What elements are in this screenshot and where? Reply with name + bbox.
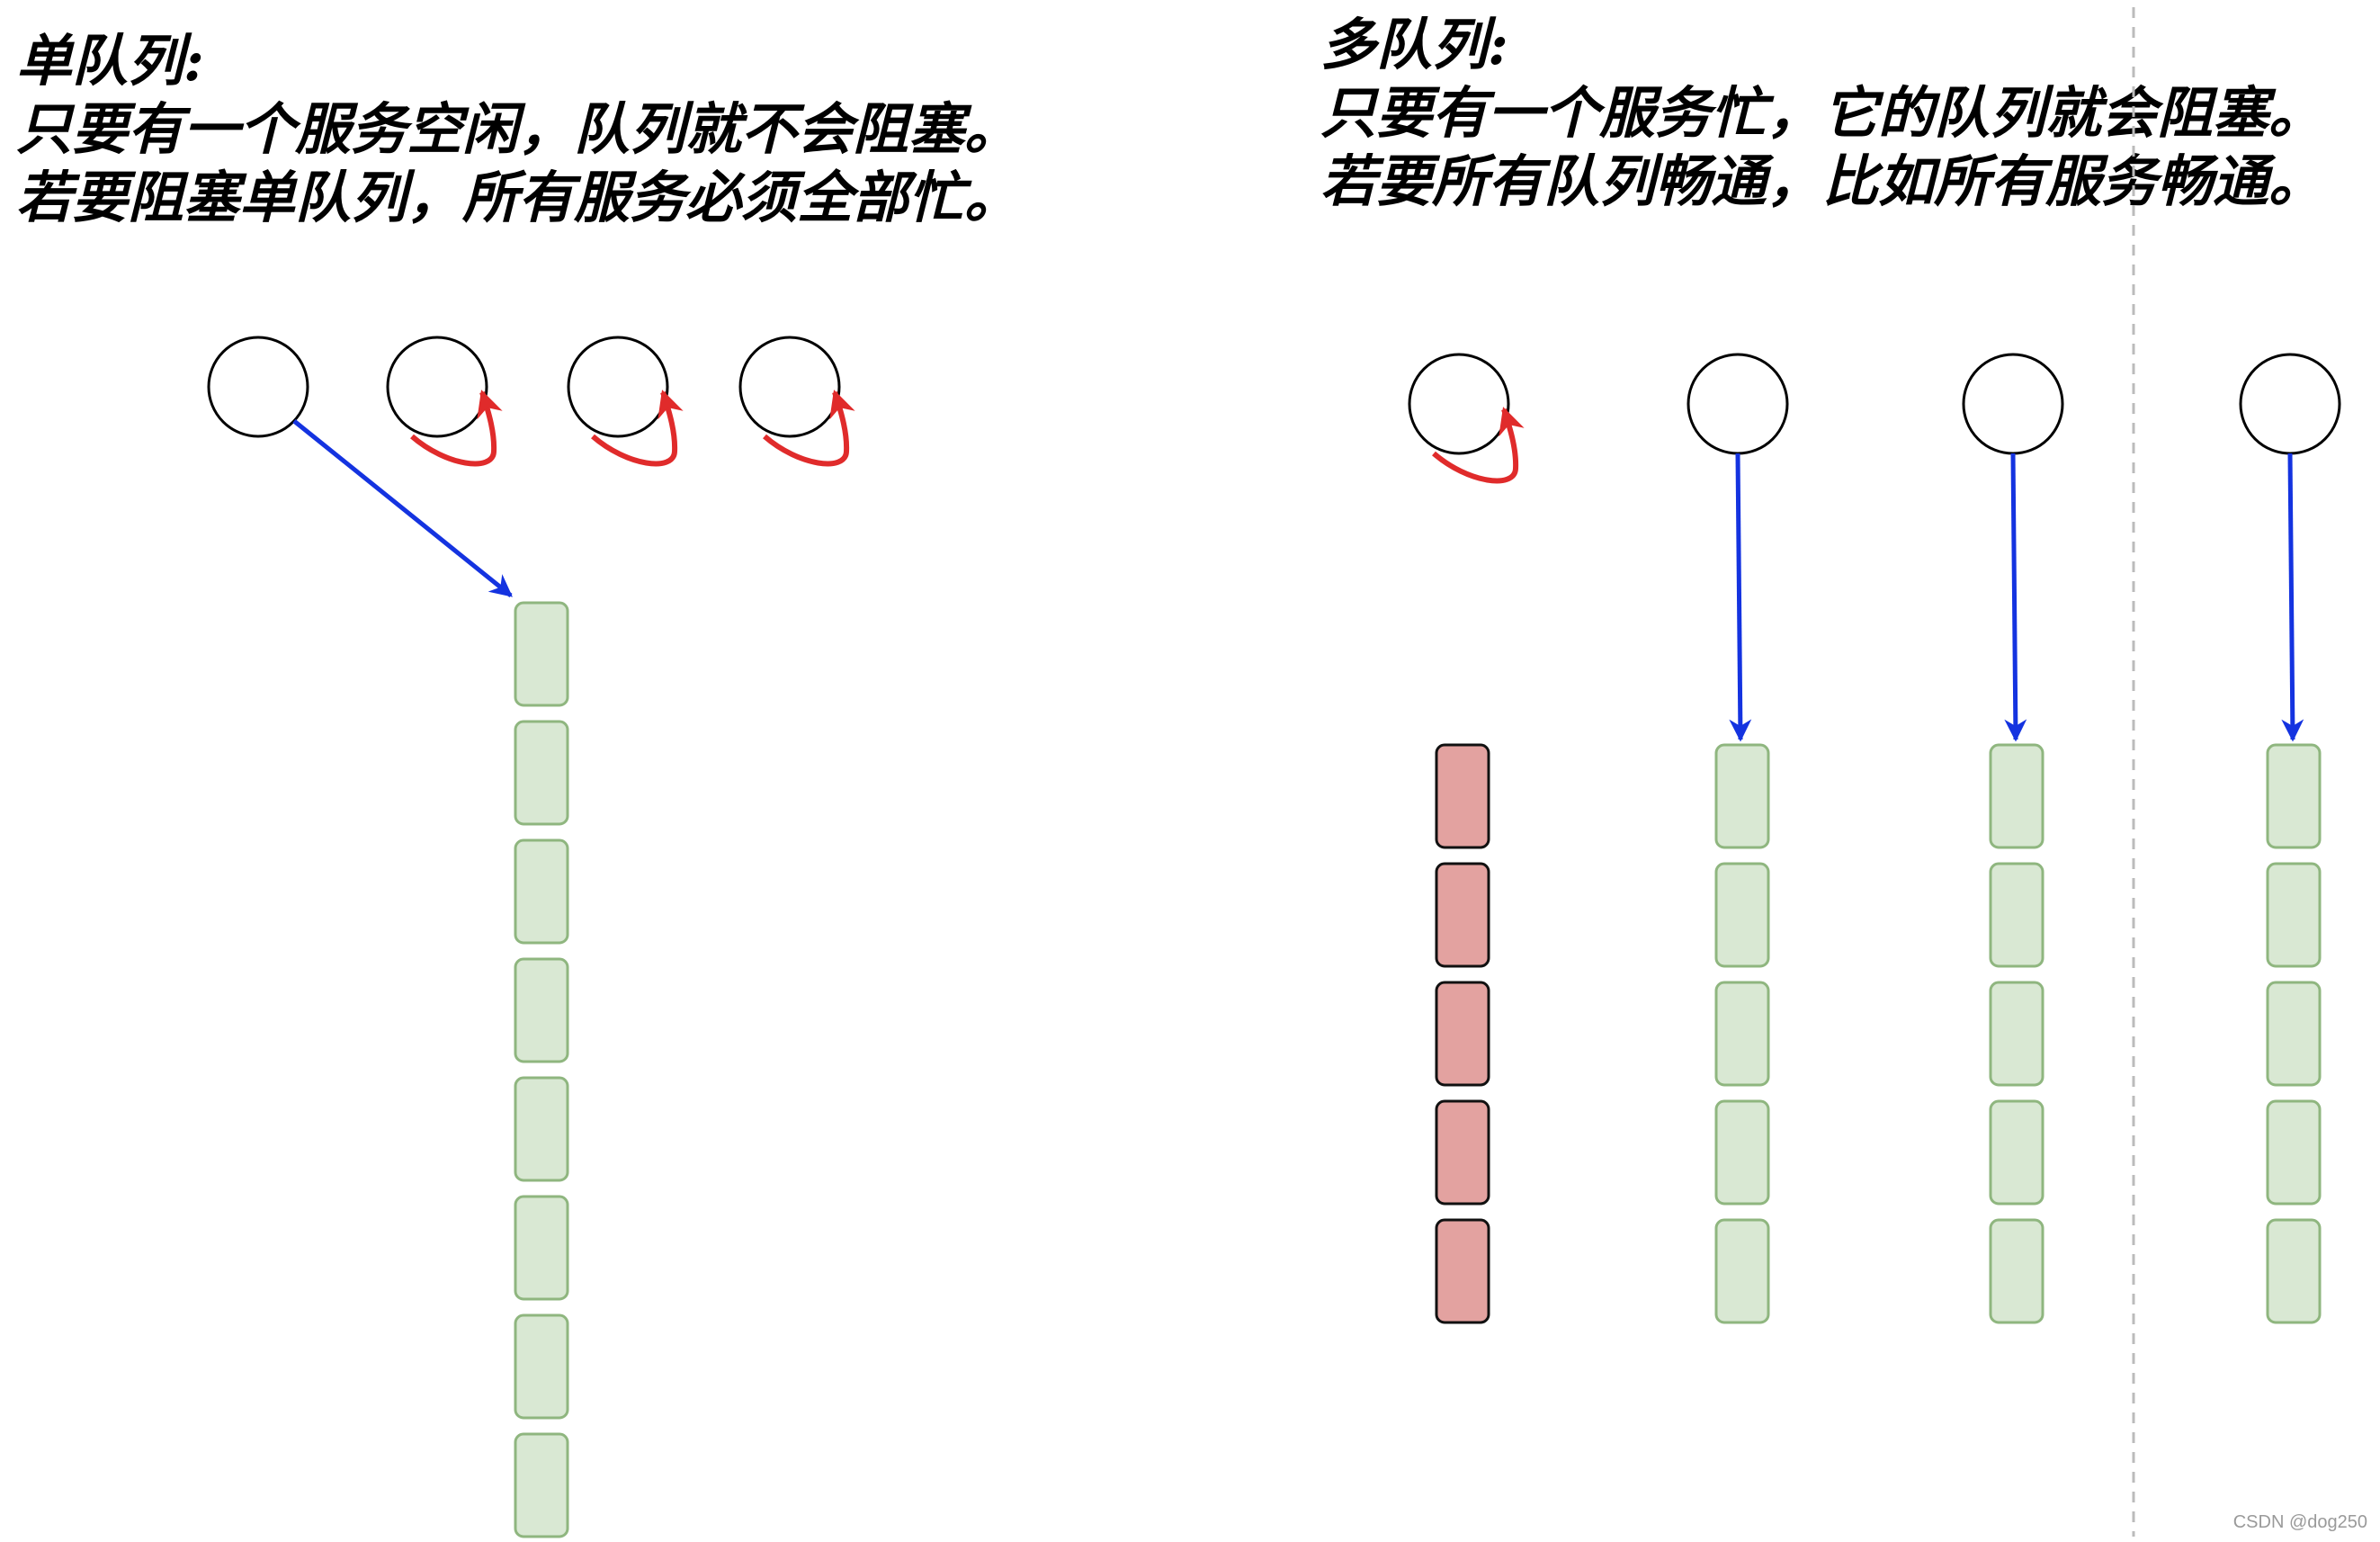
queue-1-slot-5 [1435, 1218, 1490, 1324]
queue-4-slot-3 [2266, 981, 2322, 1087]
queue-4-slot-4 [2266, 1099, 2322, 1206]
single-queue-line-1: 只要有一个服务空闲，队列就不会阻塞。 [16, 96, 1021, 162]
queue-2-slot-3 [1714, 981, 1770, 1087]
queue-2-slot-1 [1714, 743, 1770, 849]
queue-1-slot-4 [1435, 1099, 1490, 1206]
multi-queue-line-2: 若要所有队列畅通，比如所有服务畅通。 [1320, 148, 2325, 214]
single-queue-heading: 单队列: [16, 28, 204, 94]
left-busy-loop-arrow-2 [410, 390, 503, 467]
left-server-4 [738, 336, 841, 438]
single-queue-slot-6 [514, 1195, 569, 1301]
right-serve-arrow-2 [1729, 453, 1752, 742]
queue-3-slot-3 [1989, 981, 2044, 1087]
right-busy-loop-arrow-1 [1432, 407, 1525, 484]
queue-1-slot-1 [1435, 743, 1490, 849]
single-queue-slot-7 [514, 1313, 569, 1420]
watermark: CSDN @dog250 [2232, 1512, 2367, 1532]
queue-1-slot-3 [1435, 981, 1490, 1087]
queue-3-slot-1 [1989, 743, 2044, 849]
left-busy-loop-arrow-4 [763, 390, 855, 467]
right-serve-arrow-4 [2281, 453, 2304, 742]
right-server-1 [1408, 353, 1510, 455]
queue-4-slot-2 [2266, 862, 2322, 968]
single-queue-description: 单队列: 只要有一个服务空闲，队列就不会阻塞。 若要阻塞单队列，所有服务必须全部… [16, 27, 1020, 232]
queue-3-slot-4 [1989, 1099, 2044, 1206]
queue-2-slot-2 [1714, 862, 1770, 968]
left-serve-arrow [292, 419, 513, 597]
right-serve-arrow-3 [2004, 453, 2027, 742]
single-queue-slot-2 [514, 720, 569, 826]
multi-queue-heading: 多队列: [1320, 12, 1508, 77]
single-queue-slot-1 [514, 601, 569, 707]
queue-4-slot-5 [2266, 1218, 2322, 1324]
single-queue-line-2: 若要阻塞单队列，所有服务必须全部忙。 [16, 165, 1021, 230]
queue-1-slot-2 [1435, 862, 1490, 968]
queue-2-slot-5 [1714, 1218, 1770, 1324]
single-queue-slot-3 [514, 838, 569, 945]
right-server-2 [1687, 353, 1789, 455]
right-server-3 [1962, 353, 2064, 455]
left-server-3 [567, 336, 669, 438]
single-queue-slot-4 [514, 957, 569, 1063]
queue-3-slot-2 [1989, 862, 2044, 968]
single-queue-slot-5 [514, 1076, 569, 1182]
left-server-1 [207, 336, 309, 438]
left-server-2 [386, 336, 488, 438]
left-busy-loop-arrow-3 [591, 390, 684, 467]
single-queue-slot-8 [514, 1432, 569, 1538]
right-server-4 [2239, 353, 2341, 455]
multi-queue-description: 多队列: 只要有一个服务忙，它的队列就会阻塞。 若要所有队列畅通，比如所有服务畅… [1320, 11, 2324, 216]
multi-queue-line-1: 只要有一个服务忙，它的队列就会阻塞。 [1320, 80, 2325, 146]
queue-3-slot-5 [1989, 1218, 2044, 1324]
queue-2-slot-4 [1714, 1099, 1770, 1206]
queue-4-slot-1 [2266, 743, 2322, 849]
